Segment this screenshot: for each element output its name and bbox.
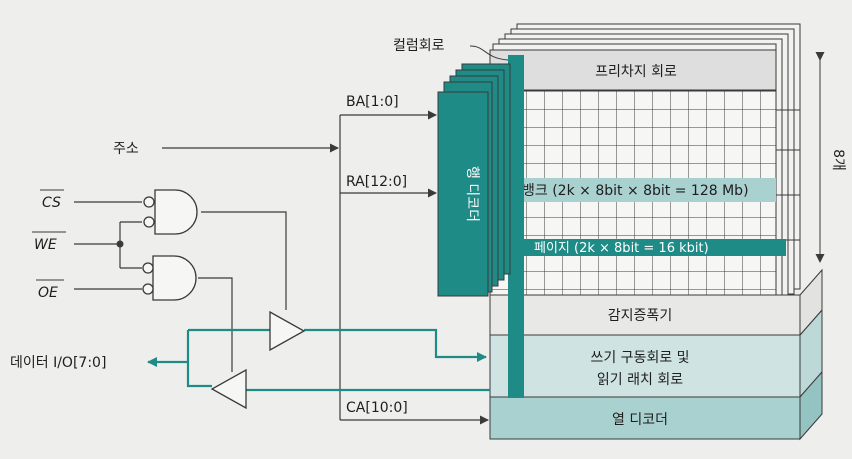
and-gate-bottom [142,255,197,301]
ra-label: RA[12:0] [346,174,407,190]
ca-label: CA[10:0] [346,400,408,416]
data-io-path [147,328,490,392]
read-latch-label: 읽기 래치 회로 [597,372,683,388]
bank-label: 뱅크 (2k × 8bit × 8bit = 128 Mb) [522,183,749,199]
write-buffer [269,310,306,352]
row-decoder-stack [437,63,511,297]
and-gate-top [143,189,198,235]
read-buffer [210,368,247,410]
count-label: 8개 [830,149,846,171]
sense-amp-block-side [799,268,823,337]
column-circuit-bar [508,55,524,398]
sense-amp-label: 감지증폭기 [608,308,672,324]
oe-label: OE [38,285,58,301]
write-drive-label: 쓰기 구동회로 및 [590,350,689,366]
we-junction-dot [116,240,124,248]
column-decoder-side [799,370,823,441]
control-wiring [74,201,287,372]
precharge-label: 프리차지 회로 [595,64,677,80]
page-band [490,239,786,256]
precharge-block [489,49,777,91]
data-io-label: 데이터 I/O[7:0] [10,355,106,371]
ba-label: BA[1:0] [346,94,399,110]
row-decoder-label: 행 디코더 [464,166,480,222]
column-decoder-label: 열 디코더 [612,412,668,428]
address-bus [162,110,489,425]
column-circuit-label: 컬럼회로 [393,38,445,54]
we-label: WE [34,237,57,253]
column-circuit-leader [469,45,509,61]
cs-label: CS [42,195,61,211]
page-label: 페이지 (2k × 8bit = 16 kbit) [534,241,709,256]
write-read-block [489,334,801,398]
bank-band [518,178,776,202]
address-label: 주소 [113,141,139,157]
